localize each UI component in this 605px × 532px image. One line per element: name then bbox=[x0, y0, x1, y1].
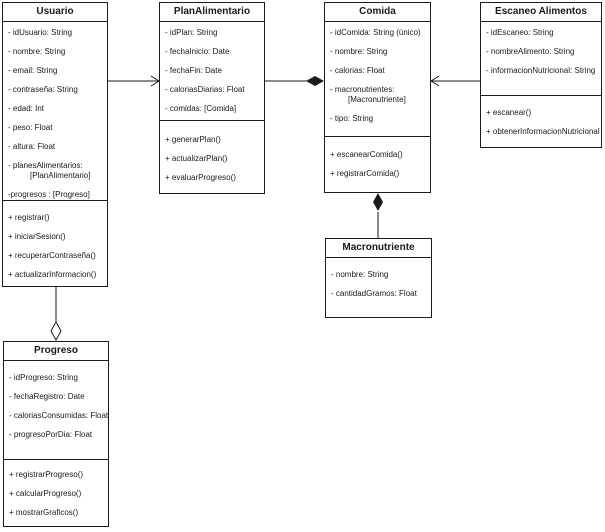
class-title: Comida bbox=[325, 3, 430, 22]
attributes-section: - nombre: String - cantidadGramos: Float bbox=[326, 258, 431, 299]
attribute: - calorias: Float bbox=[330, 66, 385, 75]
class-comida[interactable]: Comida - idComida: String (único) - nomb… bbox=[324, 2, 431, 193]
class-macronutriente[interactable]: Macronutriente - nombre: String - cantid… bbox=[325, 238, 432, 318]
class-progreso[interactable]: Progreso - idProgreso: String - fechaReg… bbox=[3, 341, 109, 527]
method: + registrar() bbox=[8, 213, 50, 222]
attributes-section: - idComida: String (único) - nombre: Str… bbox=[325, 22, 430, 137]
class-usuario[interactable]: Usuario - idUsuario: String - nombre: St… bbox=[2, 2, 108, 287]
method: + escanearComida() bbox=[330, 150, 403, 159]
attribute: - fechaFin: Date bbox=[165, 66, 222, 75]
method: + recuperarContraseña() bbox=[8, 251, 96, 260]
method: + actualizarPlan() bbox=[165, 154, 228, 163]
hollow-diamond-icon bbox=[50, 320, 62, 342]
methods-section: + escanear() + obtenerInformacionNutrici… bbox=[481, 96, 601, 137]
attribute: - idPlan: String bbox=[165, 28, 218, 37]
methods-section: + escanearComida() + registrarComida() bbox=[325, 137, 430, 179]
attributes-section: - idEscaneo: String - nombreAlimento: St… bbox=[481, 22, 601, 96]
attribute: - macronutrientes: bbox=[330, 85, 395, 94]
method: + registrarComida() bbox=[330, 169, 400, 178]
attribute: - informacionNutricional: String bbox=[486, 66, 596, 75]
attribute: -progresos : [Progreso] bbox=[8, 190, 90, 199]
attribute: - nombre: String bbox=[330, 47, 388, 56]
attribute: - email: String bbox=[8, 66, 58, 75]
class-title: PlanAlimentario bbox=[160, 3, 264, 22]
attribute: - peso: Float bbox=[8, 123, 53, 132]
attribute: - edad: Int bbox=[8, 104, 45, 113]
attributes-section: - idPlan: String - fechaInicio: Date - f… bbox=[160, 22, 264, 121]
class-title: Usuario bbox=[3, 3, 107, 22]
method: + calcularProgreso() bbox=[9, 489, 82, 498]
attribute: - comidas: [Comida] bbox=[165, 104, 237, 113]
attribute: - nombre: String bbox=[8, 47, 66, 56]
class-title: Macronutriente bbox=[326, 239, 431, 258]
filled-diamond-icon bbox=[373, 193, 383, 211]
method: + escanear() bbox=[486, 108, 532, 117]
class-plan-alimentario[interactable]: PlanAlimentario - idPlan: String - fecha… bbox=[159, 2, 265, 194]
class-title: Escaneo Alimentos bbox=[481, 3, 601, 22]
attribute: - cantidadGramos: Float bbox=[331, 289, 417, 298]
method: + registrarProgreso() bbox=[9, 470, 84, 479]
attribute: - fechaRegistro: Date bbox=[9, 392, 85, 401]
methods-section: + generarPlan() + actualizarPlan() + eva… bbox=[160, 121, 264, 183]
attribute: - tipo: String bbox=[330, 114, 374, 123]
method: + mostrarGraficos() bbox=[9, 508, 79, 517]
method: + actualizarInformacion() bbox=[8, 270, 97, 279]
method: + iniciarSesion() bbox=[8, 232, 66, 241]
attribute: - contraseña: String bbox=[8, 85, 78, 94]
method: + generarPlan() bbox=[165, 135, 221, 144]
attribute: - idComida: String (único) bbox=[330, 28, 421, 37]
methods-section: + registrarProgreso() + calcularProgreso… bbox=[4, 460, 108, 518]
attribute: - caloriasConsumidas: Float bbox=[9, 411, 109, 420]
class-title: Progreso bbox=[4, 342, 108, 361]
attributes-section: - idProgreso: String - fechaRegistro: Da… bbox=[4, 361, 108, 460]
arrowhead-comida-icon bbox=[430, 75, 440, 87]
attribute: - altura: Float bbox=[8, 142, 56, 151]
attribute: - nombre: String bbox=[331, 270, 389, 279]
attributes-section: - idUsuario: String - nombre: String - e… bbox=[3, 22, 107, 201]
attribute-continuation: [Macronutriente] bbox=[348, 95, 406, 104]
attribute: - fechaInicio: Date bbox=[165, 47, 230, 56]
attribute-continuation: [PlanAlimentario] bbox=[30, 171, 91, 180]
class-escaneo-alimentos[interactable]: Escaneo Alimentos - idEscaneo: String - … bbox=[480, 2, 602, 148]
filled-diamond-icon bbox=[306, 76, 324, 86]
methods-section: + registrar() + iniciarSesion() + recupe… bbox=[3, 201, 107, 280]
attribute: - idProgreso: String bbox=[9, 373, 78, 382]
method: + evaluarProgreso() bbox=[165, 173, 236, 182]
attribute: - progresoPorDia: Float bbox=[9, 430, 93, 439]
attribute: - idEscaneo: String bbox=[486, 28, 554, 37]
attribute: - idUsuario: String bbox=[8, 28, 73, 37]
attribute: - planesAlimentarios: bbox=[8, 161, 83, 170]
attribute: - caloriasDiarias: Float bbox=[165, 85, 245, 94]
attribute: - nombreAlimento: String bbox=[486, 47, 575, 56]
method: + obtenerInformacionNutricional bbox=[486, 127, 600, 136]
